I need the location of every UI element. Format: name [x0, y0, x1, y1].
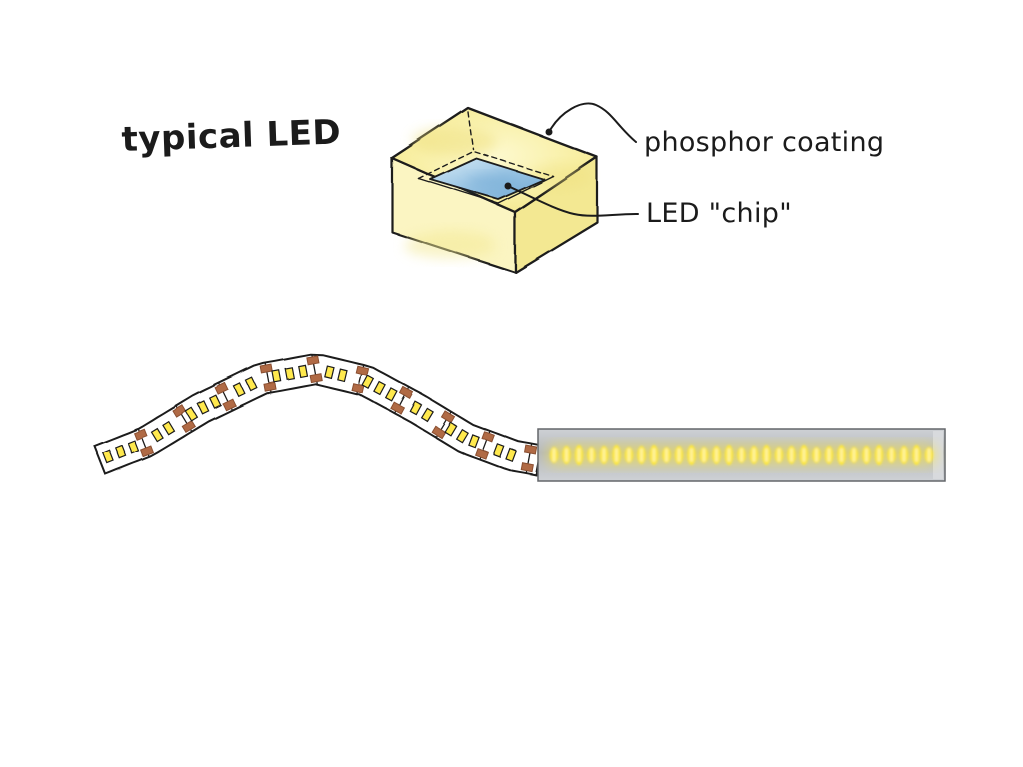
lit-led-core	[764, 448, 769, 462]
lit-led-row	[549, 445, 934, 465]
led-strip-drawing	[93, 353, 544, 477]
strip-led-chip	[467, 433, 480, 448]
lit-led-core	[652, 448, 656, 462]
solder-pad	[390, 402, 406, 415]
watercolor-blob	[413, 128, 497, 156]
strip-led-chip	[284, 367, 296, 381]
solder-pad	[214, 382, 229, 395]
strip-led-chip	[505, 447, 517, 463]
strip-led-chip	[443, 421, 457, 436]
strip-led-chip	[361, 374, 375, 390]
solder-pad	[222, 398, 237, 411]
lit-led-core	[739, 448, 744, 462]
strip-led-chip	[208, 394, 222, 409]
lit-led-core	[702, 448, 706, 462]
cavity-depth-line	[467, 111, 474, 150]
lit-led-core	[827, 448, 831, 462]
strip-led-chip	[385, 387, 399, 403]
watercolor-blob	[404, 231, 496, 259]
strip-led-chip	[245, 376, 258, 392]
lit-led-core	[852, 448, 856, 462]
solder-pad	[133, 428, 148, 441]
solder-pad	[524, 444, 538, 456]
strip-led-chip	[150, 427, 164, 443]
strip-led-chip	[185, 407, 199, 422]
strip-led-chip	[127, 439, 140, 455]
lit-led-core	[577, 448, 581, 462]
phosphor-leader-line	[548, 102, 637, 143]
lit-led-core	[889, 448, 894, 462]
solder-pad	[355, 365, 370, 377]
lit-led-core	[914, 448, 919, 462]
lit-led-core	[864, 448, 869, 462]
solder-pad	[521, 462, 535, 473]
lit-led-core	[689, 448, 694, 462]
solder-pad	[480, 430, 495, 443]
led-package-sketch	[390, 106, 599, 274]
cavity-rim-front	[417, 175, 554, 204]
lit-led-core	[639, 448, 644, 462]
callout-phosphor-coating: phosphor coating	[545, 102, 884, 158]
strip-led-chip	[408, 400, 422, 415]
cavity-rim-back	[417, 150, 554, 179]
phosphor-label: phosphor coating	[644, 127, 884, 158]
strip-tape-outline	[93, 353, 544, 477]
lit-led-core	[902, 448, 906, 462]
solder-pad	[474, 447, 489, 460]
solder-pad	[172, 404, 187, 418]
strip-led-chip	[373, 381, 387, 396]
strip-led-chip	[233, 382, 246, 398]
solder-pad	[263, 381, 277, 392]
strip-led-chip	[324, 365, 335, 380]
solder-pad	[399, 386, 414, 399]
strip-led-chip	[102, 449, 115, 464]
strip-led-chip	[298, 364, 309, 379]
solder-pad	[139, 445, 155, 458]
strip-led-chip	[454, 427, 468, 443]
lit-led-core	[614, 448, 619, 462]
lit-led-core	[727, 448, 731, 462]
strip-led-chip	[114, 444, 127, 459]
lit-led-core	[589, 448, 594, 462]
strip-led-chip	[271, 369, 282, 384]
lit-led-core	[777, 448, 781, 462]
strip-led-chip	[420, 407, 434, 422]
lit-led-core	[927, 448, 931, 462]
lit-led-core	[677, 448, 681, 462]
solder-pad	[440, 409, 455, 423]
lit-led-core	[752, 448, 756, 462]
chip-leader-line	[507, 185, 639, 217]
lit-led-core	[789, 448, 794, 462]
watercolor-blob	[530, 164, 590, 188]
strip-led-chip	[337, 368, 348, 383]
lit-led-core	[839, 448, 844, 462]
solder-pad	[309, 373, 323, 384]
strip-led-chip	[162, 420, 176, 436]
strip-led-chip	[196, 400, 210, 415]
lit-led-core	[627, 448, 631, 462]
photo-strip-end-cap	[933, 431, 943, 479]
diagram-title: typical LED	[121, 112, 342, 160]
lit-led-core	[664, 448, 669, 462]
lit-led-core	[802, 448, 806, 462]
lit-led-strip-photo	[537, 428, 946, 482]
lit-led-core	[552, 448, 556, 462]
chip-label: LED "chip"	[646, 198, 792, 229]
solder-pad	[430, 425, 446, 439]
solder-pad	[260, 363, 274, 375]
lit-led-core	[814, 448, 819, 462]
lit-led-core	[602, 448, 606, 462]
lit-led-core	[564, 448, 569, 462]
solder-pad	[181, 419, 197, 434]
strip-led-chip	[492, 443, 505, 458]
solder-pad	[351, 383, 365, 394]
lit-led-core	[877, 448, 881, 462]
callout-led-chip: LED "chip"	[504, 182, 792, 229]
lit-led-core	[714, 448, 719, 462]
solder-pad	[306, 355, 320, 366]
